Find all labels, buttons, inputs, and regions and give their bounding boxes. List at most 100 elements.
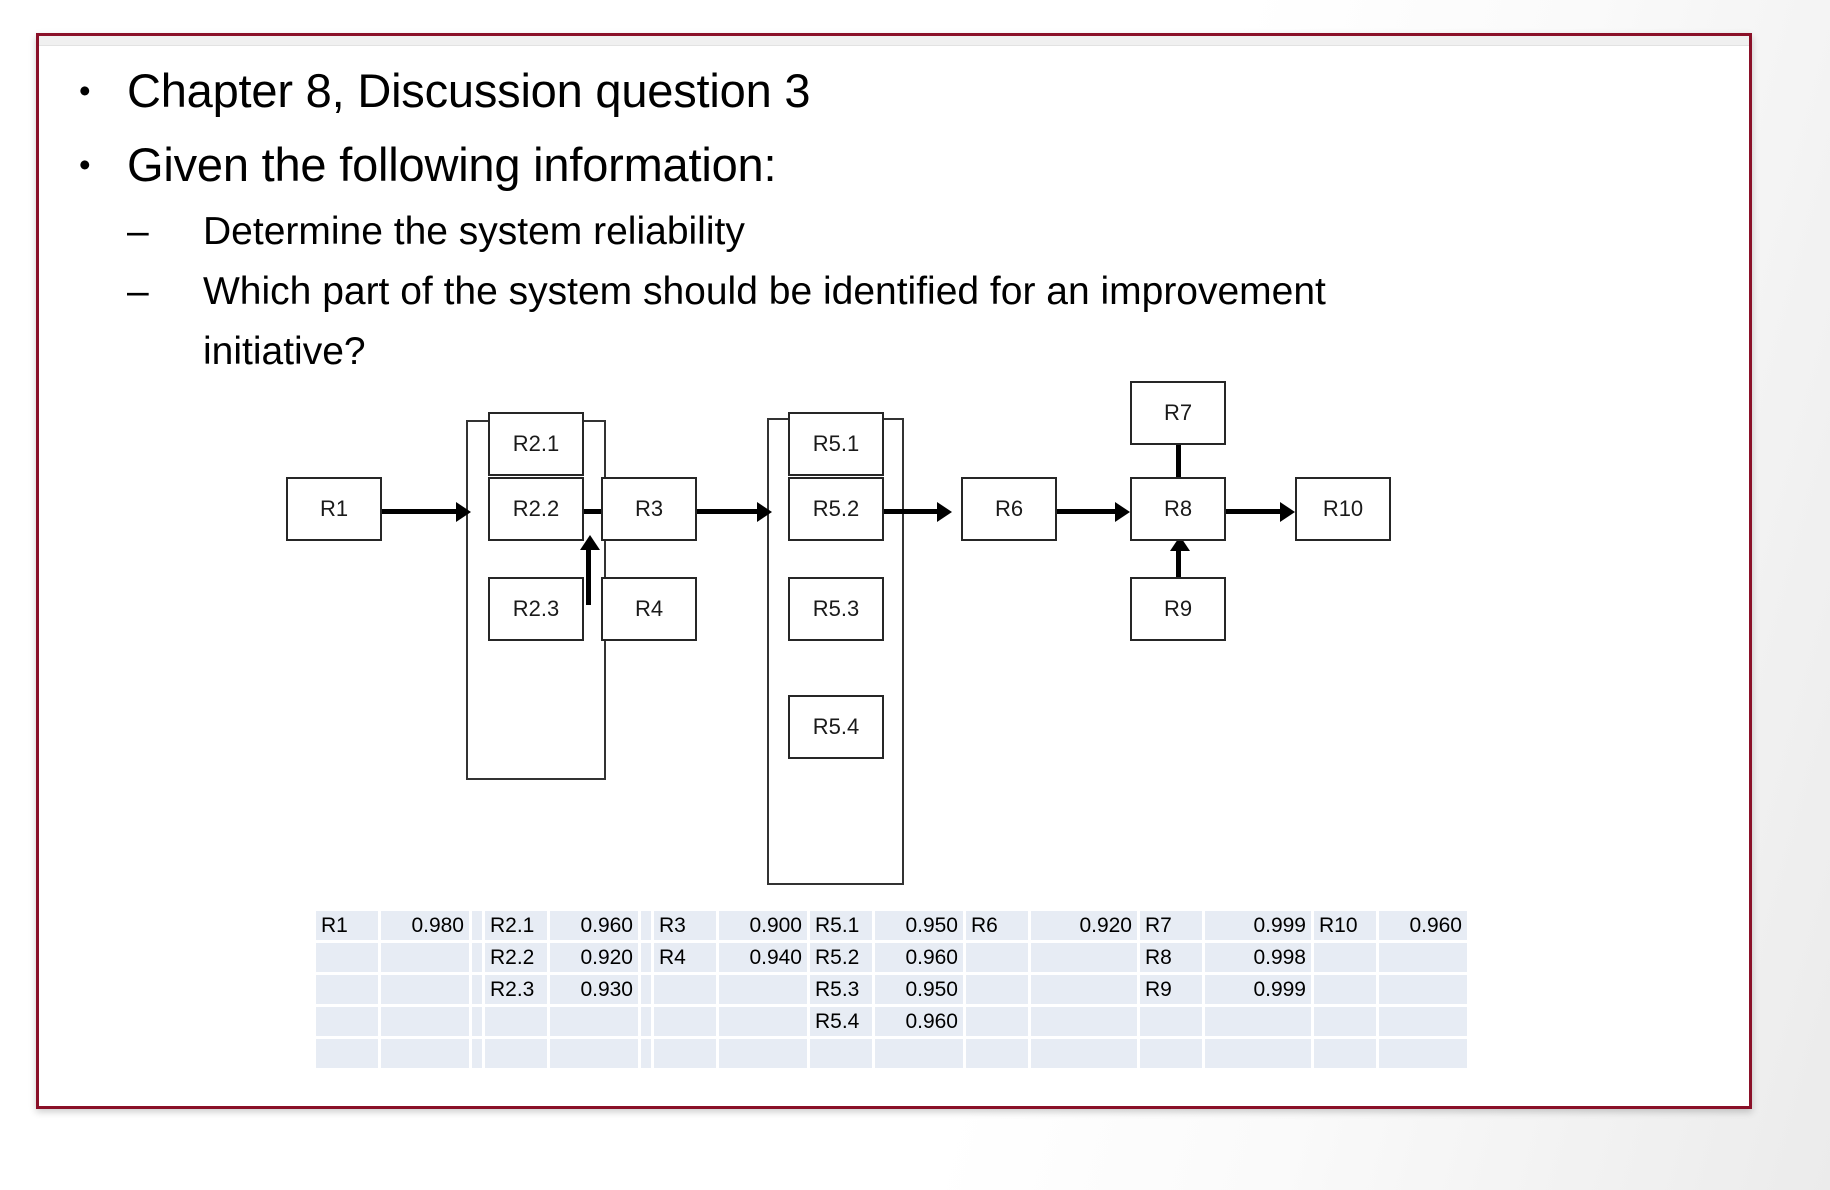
cell-label xyxy=(485,1007,547,1036)
cell-value xyxy=(1205,1039,1311,1068)
bullet-text: Chapter 8, Discussion question 3 xyxy=(127,64,811,117)
cell-spacer xyxy=(641,943,651,972)
cell-label xyxy=(1140,1039,1202,1068)
cell-label: R2.2 xyxy=(485,943,547,972)
cell-value xyxy=(381,1039,469,1068)
cell-value xyxy=(1205,1007,1311,1036)
cell-label xyxy=(966,943,1028,972)
cell-label: R3 xyxy=(654,911,716,940)
cell-spacer xyxy=(641,911,651,940)
cell-spacer xyxy=(641,975,651,1004)
cell-value xyxy=(1379,975,1467,1004)
cell-value xyxy=(1379,943,1467,972)
cell-spacer xyxy=(472,975,482,1004)
bullet-list: • Chapter 8, Discussion question 3 • Giv… xyxy=(79,54,1719,382)
cell-value: 0.960 xyxy=(875,1007,963,1036)
cell-spacer xyxy=(472,911,482,940)
table-row: R2.3 0.930 R5.3 0.950 R9 0.999 xyxy=(316,975,1467,1004)
cell-value xyxy=(1031,1007,1137,1036)
table-row xyxy=(316,1039,1467,1068)
cell-value: 0.930 xyxy=(550,975,638,1004)
cell-label xyxy=(966,1007,1028,1036)
cell-value xyxy=(381,975,469,1004)
cell-label: R7 xyxy=(1140,911,1202,940)
cell-label: R5.3 xyxy=(810,975,872,1004)
cell-value: 0.950 xyxy=(875,975,963,1004)
cell-label: R5.4 xyxy=(810,1007,872,1036)
table-body: R1 0.980 R2.1 0.960 R3 0.900 R5.1 0.950 … xyxy=(316,911,1467,1068)
cell-label xyxy=(810,1039,872,1068)
bullet-item-4: – Which part of the system should be ide… xyxy=(79,262,1719,382)
cell-value xyxy=(1031,1039,1137,1068)
cell-value: 0.999 xyxy=(1205,911,1311,940)
slide-top-rule xyxy=(39,36,1749,46)
bullet-marker: • xyxy=(79,72,91,109)
bullet-marker-dash: – xyxy=(127,270,149,313)
cell-label xyxy=(316,1007,378,1036)
cell-label: R8 xyxy=(1140,943,1202,972)
cell-value: 0.960 xyxy=(1379,911,1467,940)
cell-spacer xyxy=(472,1007,482,1036)
cell-label xyxy=(1314,1007,1376,1036)
cell-label xyxy=(1314,943,1376,972)
cell-label: R1 xyxy=(316,911,378,940)
cell-label: R9 xyxy=(1140,975,1202,1004)
cell-label: R6 xyxy=(966,911,1028,940)
cell-label xyxy=(1314,975,1376,1004)
cell-value: 0.980 xyxy=(381,911,469,940)
cell-spacer xyxy=(472,943,482,972)
cell-value: 0.998 xyxy=(1205,943,1311,972)
bullet-item-3: – Determine the system reliability xyxy=(79,202,1719,262)
cell-value xyxy=(875,1039,963,1068)
cell-label: R10 xyxy=(1314,911,1376,940)
cell-value xyxy=(719,975,807,1004)
cell-value xyxy=(719,1007,807,1036)
cell-value: 0.920 xyxy=(550,943,638,972)
bullet-marker-dash: – xyxy=(127,210,149,253)
cell-label xyxy=(316,943,378,972)
table-row: R1 0.980 R2.1 0.960 R3 0.900 R5.1 0.950 … xyxy=(316,911,1467,940)
bullet-item-1: • Chapter 8, Discussion question 3 xyxy=(79,54,1719,128)
cell-value: 0.920 xyxy=(1031,911,1137,940)
cell-value xyxy=(1031,975,1137,1004)
bullet-text: Which part of the system should be ident… xyxy=(203,270,1326,373)
cell-label xyxy=(654,975,716,1004)
cell-label xyxy=(316,975,378,1004)
cell-label xyxy=(1140,1007,1202,1036)
cell-label xyxy=(485,1039,547,1068)
cell-label xyxy=(316,1039,378,1068)
cell-label xyxy=(654,1007,716,1036)
cell-value: 0.960 xyxy=(550,911,638,940)
cell-label: R2.1 xyxy=(485,911,547,940)
cell-label: R2.3 xyxy=(485,975,547,1004)
table-row: R2.2 0.920 R4 0.940 R5.2 0.960 R8 0.998 xyxy=(316,943,1467,972)
cell-value xyxy=(550,1039,638,1068)
bullet-text: Determine the system reliability xyxy=(203,210,745,253)
cell-label: R4 xyxy=(654,943,716,972)
cell-label xyxy=(1314,1039,1376,1068)
cell-value xyxy=(381,943,469,972)
cell-value xyxy=(1379,1039,1467,1068)
cell-value xyxy=(719,1039,807,1068)
cell-label xyxy=(966,975,1028,1004)
table-row: R5.4 0.960 xyxy=(316,1007,1467,1036)
cell-value xyxy=(550,1007,638,1036)
cell-spacer xyxy=(472,1039,482,1068)
cell-spacer xyxy=(641,1007,651,1036)
cell-value xyxy=(1379,1007,1467,1036)
cell-label xyxy=(966,1039,1028,1068)
cell-value: 0.940 xyxy=(719,943,807,972)
cell-value xyxy=(1031,943,1137,972)
cell-label: R5.2 xyxy=(810,943,872,972)
cell-value: 0.960 xyxy=(875,943,963,972)
cell-value: 0.999 xyxy=(1205,975,1311,1004)
cell-label: R5.1 xyxy=(810,911,872,940)
cell-spacer xyxy=(641,1039,651,1068)
bullet-item-2: • Given the following information: xyxy=(79,128,1719,202)
cell-value: 0.950 xyxy=(875,911,963,940)
cell-label xyxy=(654,1039,716,1068)
cell-value: 0.900 xyxy=(719,911,807,940)
bullet-marker: • xyxy=(79,146,91,183)
cell-value xyxy=(381,1007,469,1036)
